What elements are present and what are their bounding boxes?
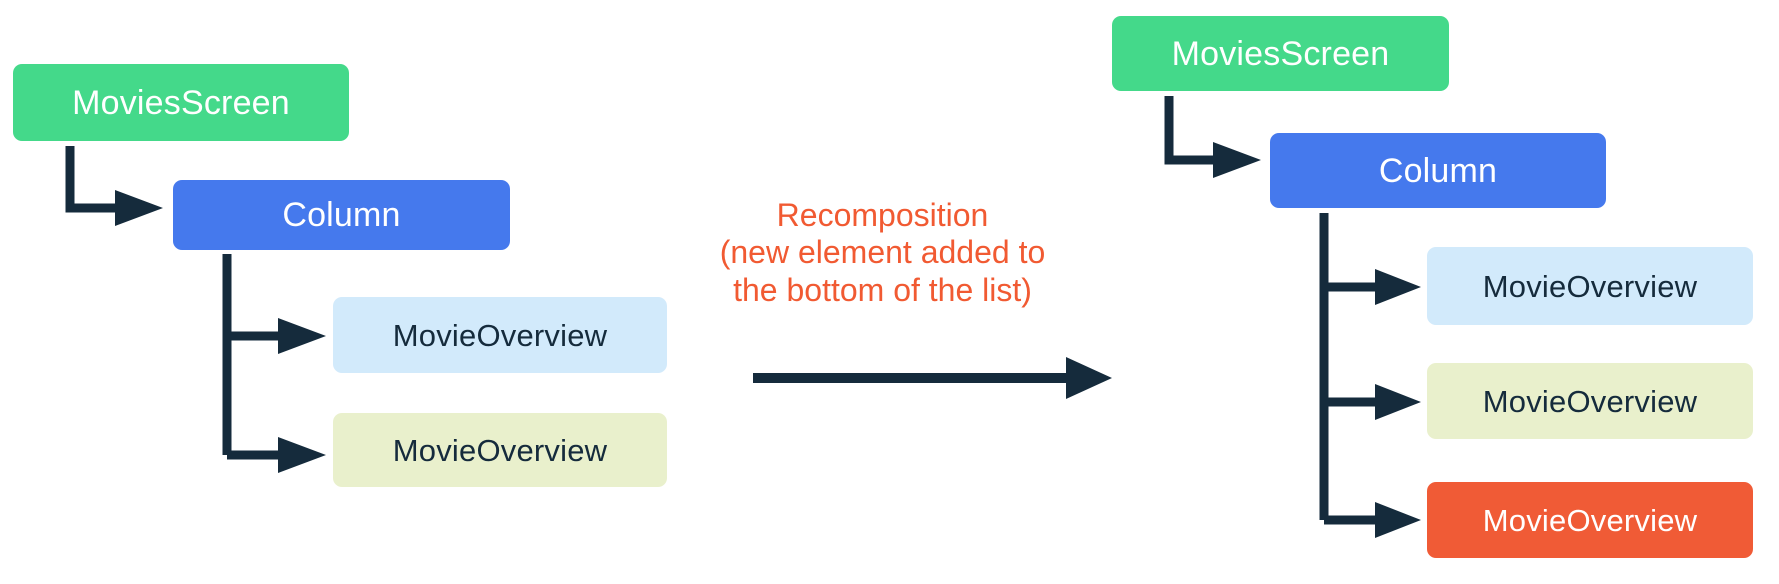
connector-column-to-overviews-left — [222, 254, 326, 473]
after-column-node[interactable]: Column — [1270, 133, 1606, 208]
after-movie-overview-2-node[interactable]: MovieOverview — [1427, 363, 1753, 439]
after-movie-overview-3-new-label: MovieOverview — [1482, 502, 1698, 538]
before-column-node[interactable]: Column — [173, 180, 510, 250]
recomposition-arrow — [753, 357, 1112, 399]
before-movie-overview-1-node[interactable]: MovieOverview — [333, 297, 667, 373]
before-movie-overview-2-label: MovieOverview — [392, 432, 608, 468]
before-movie-overview-2-node[interactable]: MovieOverview — [333, 413, 667, 487]
connector-column-to-overviews-right — [1319, 213, 1421, 538]
after-movie-overview-1-label: MovieOverview — [1482, 268, 1698, 304]
before-movie-overview-1-label: MovieOverview — [392, 317, 608, 353]
before-movies-screen-label: MoviesScreen — [72, 83, 290, 122]
after-movies-screen-node[interactable]: MoviesScreen — [1112, 16, 1449, 91]
after-movie-overview-3-new-node[interactable]: MovieOverview — [1427, 482, 1753, 558]
recomposition-caption: Recomposition (new element added to the … — [719, 197, 1046, 308]
before-movies-screen-node[interactable]: MoviesScreen — [13, 64, 349, 141]
before-column-label: Column — [282, 196, 401, 234]
after-movies-screen-label: MoviesScreen — [1171, 34, 1390, 73]
after-movie-overview-1-node[interactable]: MovieOverview — [1427, 247, 1753, 325]
after-movie-overview-2-label: MovieOverview — [1482, 383, 1698, 419]
after-column-label: Column — [1378, 151, 1498, 190]
connector-moviesscreen-to-column-left — [65, 146, 163, 226]
connector-moviesscreen-to-column-right — [1164, 96, 1261, 178]
